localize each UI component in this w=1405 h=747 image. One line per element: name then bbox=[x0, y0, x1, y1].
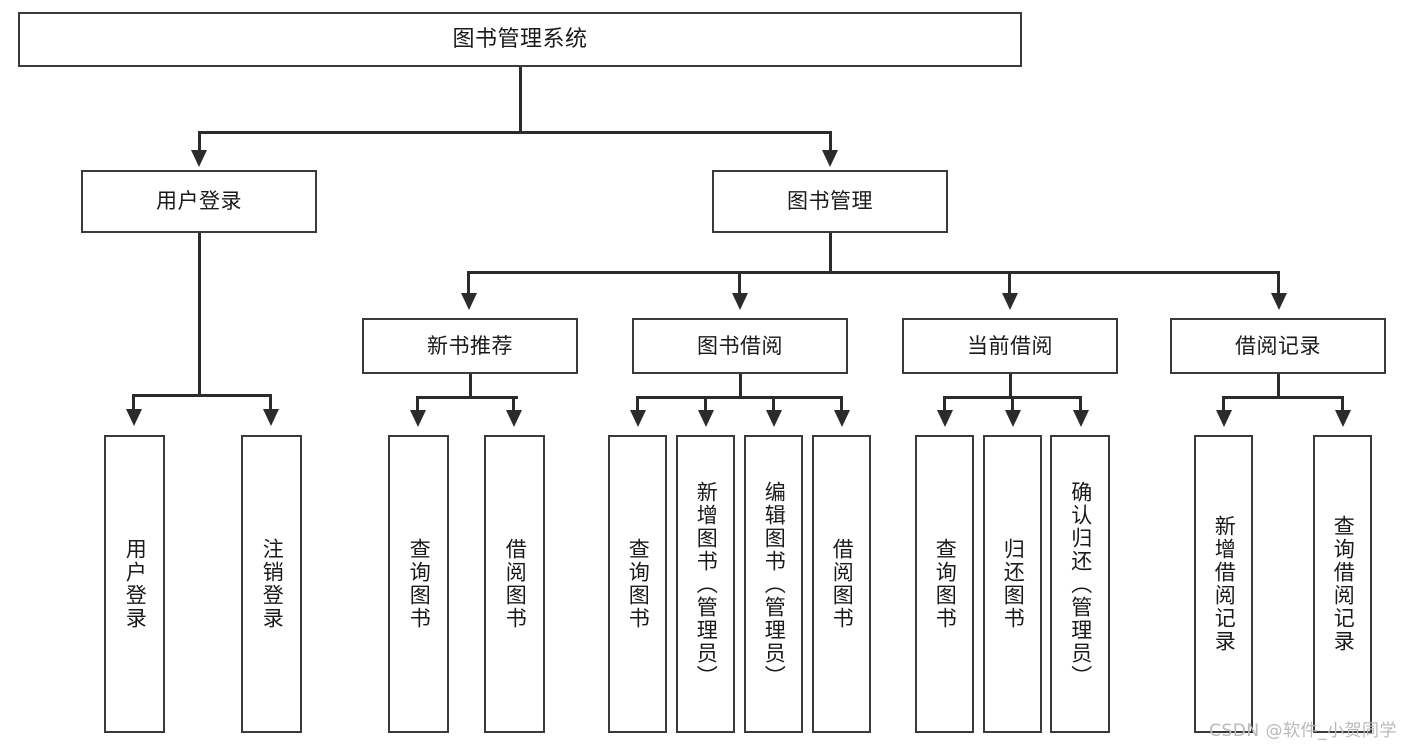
edge-bor-to-leaf-3 bbox=[840, 396, 843, 412]
leaf-user-login[interactable]: 用户登录 bbox=[104, 435, 165, 733]
leaf-add-borrowing-record[interactable]: 新增借阅记录 bbox=[1194, 435, 1253, 733]
node-label: 图书管理 bbox=[787, 189, 873, 213]
arrowhead-current-borrowing bbox=[1002, 293, 1018, 310]
edge-book-management-bus bbox=[467, 271, 1280, 274]
node-borrowing-records[interactable]: 借阅记录 bbox=[1170, 318, 1386, 374]
edge-user-login-stem bbox=[198, 233, 201, 397]
edge-user-login-to-leaf-0 bbox=[132, 394, 135, 411]
node-label: 查询图书 bbox=[933, 538, 958, 630]
leaf-borrow-books-recommendation[interactable]: 借阅图书 bbox=[484, 435, 545, 733]
edge-cur-to-leaf-2 bbox=[1079, 396, 1082, 412]
arrowhead-book-management bbox=[822, 150, 838, 167]
node-label: 图书借阅 bbox=[697, 333, 783, 358]
node-label: 编辑图书（管理员） bbox=[762, 480, 787, 688]
edge-rec2-to-leaf-0 bbox=[1222, 396, 1225, 412]
arrowhead-leaf-confirm-return bbox=[1073, 410, 1089, 427]
edge-rec2-to-leaf-1 bbox=[1341, 396, 1344, 412]
edge-bm-to-recommendation bbox=[467, 271, 470, 295]
arrowhead-new-book-recommendation bbox=[461, 293, 477, 310]
leaf-query-books-recommendation[interactable]: 查询图书 bbox=[388, 435, 449, 733]
node-label: 借阅图书 bbox=[830, 538, 855, 630]
arrowhead-book-borrowing bbox=[732, 293, 748, 310]
edge-records-bus bbox=[1222, 396, 1344, 399]
edge-borrowing-bus bbox=[636, 396, 843, 399]
leaf-confirm-return-admin[interactable]: 确认归还（管理员） bbox=[1050, 435, 1110, 733]
edge-borrowing-stem bbox=[739, 374, 742, 398]
edge-root-to-user-login bbox=[198, 131, 201, 152]
node-label: 图书管理系统 bbox=[452, 26, 588, 52]
node-label: 新增借阅记录 bbox=[1212, 515, 1237, 653]
edge-user-login-to-leaf-1 bbox=[269, 394, 272, 411]
arrowhead-leaf-borrow-books-rec bbox=[506, 410, 522, 427]
leaf-query-books-borrowing[interactable]: 查询图书 bbox=[608, 435, 667, 733]
edge-book-management-stem bbox=[829, 233, 832, 273]
leaf-query-borrowing-record[interactable]: 查询借阅记录 bbox=[1313, 435, 1372, 733]
arrowhead-user-login bbox=[191, 150, 207, 167]
node-label: 查询图书 bbox=[407, 538, 432, 630]
node-label: 确认归还（管理员） bbox=[1068, 480, 1093, 688]
arrowhead-leaf-query-books-cur bbox=[937, 410, 953, 427]
edge-bm-to-records bbox=[1277, 271, 1280, 295]
node-current-borrowing[interactable]: 当前借阅 bbox=[902, 318, 1118, 374]
node-label: 当前借阅 bbox=[967, 333, 1053, 358]
node-book-borrowing[interactable]: 图书借阅 bbox=[632, 318, 848, 374]
edge-root-to-book-management bbox=[829, 131, 832, 152]
leaf-query-books-current[interactable]: 查询图书 bbox=[915, 435, 974, 733]
edge-current-stem bbox=[1009, 374, 1012, 398]
node-label: 借阅记录 bbox=[1235, 333, 1321, 358]
node-new-book-recommendation[interactable]: 新书推荐 bbox=[362, 318, 578, 374]
arrowhead-leaf-edit-book bbox=[766, 410, 782, 427]
edge-bor-to-leaf-1 bbox=[704, 396, 707, 412]
node-label: 新书推荐 bbox=[427, 333, 513, 358]
edge-root-stem bbox=[519, 67, 522, 134]
edge-bor-to-leaf-0 bbox=[636, 396, 639, 412]
leaf-return-books[interactable]: 归还图书 bbox=[983, 435, 1042, 733]
arrowhead-borrowing-records bbox=[1271, 293, 1287, 310]
edge-bor-to-leaf-2 bbox=[772, 396, 775, 412]
arrowhead-leaf-add-book bbox=[698, 410, 714, 427]
edge-recommendation-bus bbox=[416, 396, 518, 399]
edge-bm-to-borrowing bbox=[738, 271, 741, 295]
arrowhead-leaf-return-books bbox=[1005, 410, 1021, 427]
leaf-add-book-admin[interactable]: 新增图书（管理员） bbox=[676, 435, 735, 733]
edge-cur-to-leaf-1 bbox=[1011, 396, 1014, 412]
edge-recommendation-stem bbox=[469, 374, 472, 398]
node-label: 用户登录 bbox=[156, 189, 242, 213]
node-label: 查询图书 bbox=[626, 538, 651, 630]
arrowhead-leaf-add-record bbox=[1216, 410, 1232, 427]
node-label: 借阅图书 bbox=[503, 538, 528, 630]
edge-rec-to-leaf-0 bbox=[416, 396, 419, 412]
node-label: 新增图书（管理员） bbox=[694, 480, 719, 688]
node-book-management[interactable]: 图书管理 bbox=[712, 170, 948, 233]
edge-cur-to-leaf-0 bbox=[943, 396, 946, 412]
node-label: 用户登录 bbox=[123, 538, 148, 630]
edge-bm-to-current bbox=[1008, 271, 1011, 295]
leaf-edit-book-admin[interactable]: 编辑图书（管理员） bbox=[744, 435, 803, 733]
edge-records-stem bbox=[1277, 374, 1280, 398]
arrowhead-leaf-query-books-bor bbox=[630, 410, 646, 427]
watermark: CSDN @软件_小贺同学 bbox=[1209, 721, 1397, 741]
leaf-borrow-books[interactable]: 借阅图书 bbox=[812, 435, 871, 733]
arrowhead-leaf-query-record bbox=[1335, 410, 1351, 427]
edge-root-bus bbox=[198, 131, 831, 134]
edge-user-login-bus bbox=[132, 394, 271, 397]
node-book-management-system[interactable]: 图书管理系统 bbox=[18, 12, 1022, 67]
arrowhead-leaf-query-books-rec bbox=[410, 410, 426, 427]
edge-rec-to-leaf-1 bbox=[512, 396, 515, 412]
arrowhead-leaf-borrow-books bbox=[834, 410, 850, 427]
node-label: 注销登录 bbox=[260, 538, 285, 630]
arrowhead-leaf-logout bbox=[263, 409, 279, 426]
node-user-login[interactable]: 用户登录 bbox=[81, 170, 317, 233]
node-label: 查询借阅记录 bbox=[1331, 515, 1356, 653]
arrowhead-leaf-user-login bbox=[126, 409, 142, 426]
leaf-logout[interactable]: 注销登录 bbox=[241, 435, 302, 733]
node-label: 归还图书 bbox=[1001, 538, 1026, 630]
